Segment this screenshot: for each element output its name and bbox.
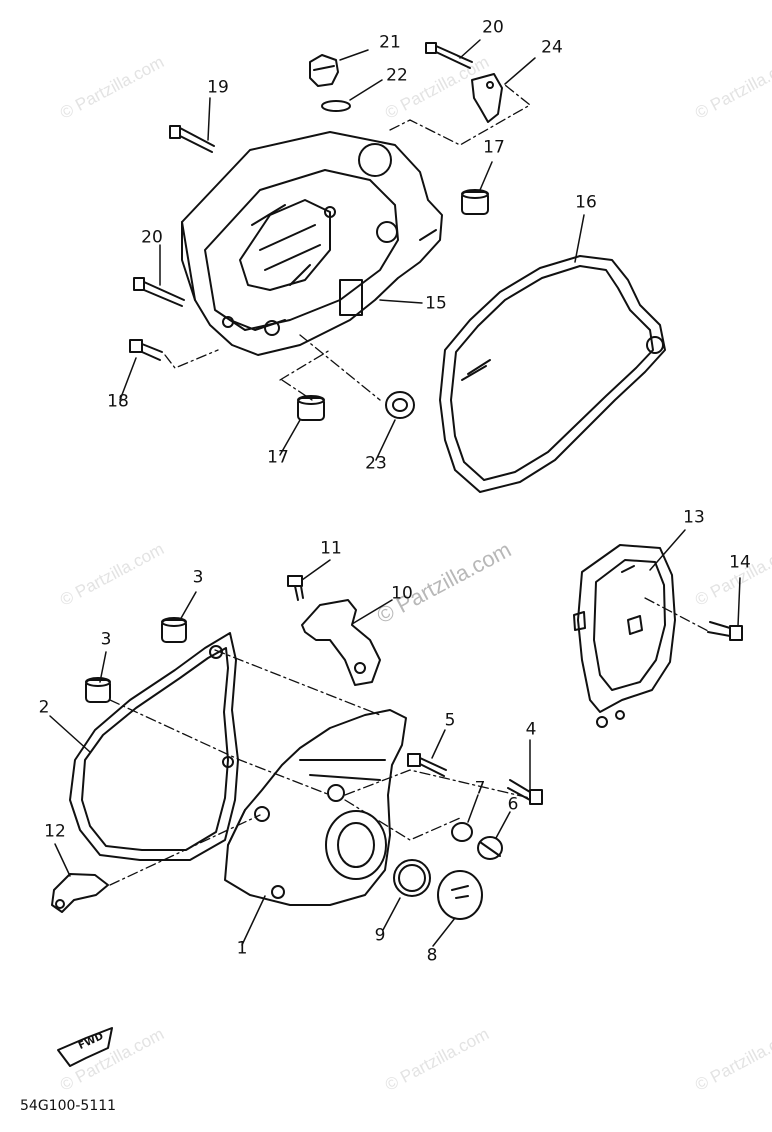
bolt — [169, 125, 215, 153]
bolt — [287, 575, 304, 601]
plug — [437, 870, 483, 920]
bolt — [129, 339, 163, 361]
callout-18: 18 — [107, 391, 129, 412]
dowel-pin — [461, 189, 489, 215]
o-ring — [451, 822, 473, 842]
diagram-code: 54G100-5111 — [20, 1098, 117, 1114]
bracket — [471, 73, 503, 123]
dowel-pin — [297, 395, 325, 421]
bolt — [407, 753, 447, 777]
callout-20: 20 — [482, 17, 504, 38]
callout-11: 11 — [320, 538, 342, 559]
callout-24: 24 — [541, 37, 563, 58]
o-ring — [393, 859, 431, 897]
callout-5: 5 — [444, 710, 456, 731]
plug — [477, 836, 503, 860]
bolt — [425, 42, 473, 69]
oil-seal — [385, 391, 415, 419]
callout-13: 13 — [683, 507, 705, 528]
callout-3: 3 — [100, 629, 112, 650]
callout-3: 3 — [192, 567, 204, 588]
gasket — [439, 255, 666, 493]
callout-23: 23 — [365, 453, 387, 474]
callout-17: 17 — [483, 137, 505, 158]
o-ring — [398, 864, 426, 892]
dowel-pin — [161, 617, 187, 643]
callout-lines — [49, 529, 741, 947]
callout-21: 21 — [379, 32, 401, 53]
callout-14: 14 — [729, 552, 751, 573]
callout-2: 2 — [38, 697, 50, 718]
callout-15: 15 — [425, 293, 447, 314]
callout-8: 8 — [426, 945, 438, 966]
bolt — [133, 277, 185, 307]
callout-12: 12 — [44, 821, 66, 842]
callout-16: 16 — [575, 192, 597, 213]
callout-lines — [119, 39, 585, 461]
callout-1: 1 — [236, 938, 248, 959]
sprocket-cover — [573, 544, 676, 728]
crankcase-cover — [181, 131, 443, 356]
oil-filler-plug — [309, 54, 339, 87]
callout-6: 6 — [507, 794, 519, 815]
callout-7: 7 — [474, 778, 486, 799]
o-ring — [321, 100, 351, 112]
callout-20: 20 — [141, 227, 163, 248]
callout-22: 22 — [386, 65, 408, 86]
leader-lines — [164, 84, 531, 401]
gasket — [69, 632, 239, 861]
callout-9: 9 — [374, 925, 386, 946]
callout-19: 19 — [207, 77, 229, 98]
callout-17: 17 — [267, 447, 289, 468]
callout-4: 4 — [525, 719, 537, 740]
forward-arrow-icon — [57, 1027, 113, 1067]
bracket — [301, 599, 381, 686]
generator-cover — [224, 709, 407, 906]
callout-10: 10 — [391, 583, 413, 604]
bracket — [51, 873, 109, 913]
bolt — [707, 621, 743, 641]
leader-lines — [109, 597, 711, 886]
bolt — [507, 779, 543, 805]
dowel-pin — [85, 677, 111, 703]
